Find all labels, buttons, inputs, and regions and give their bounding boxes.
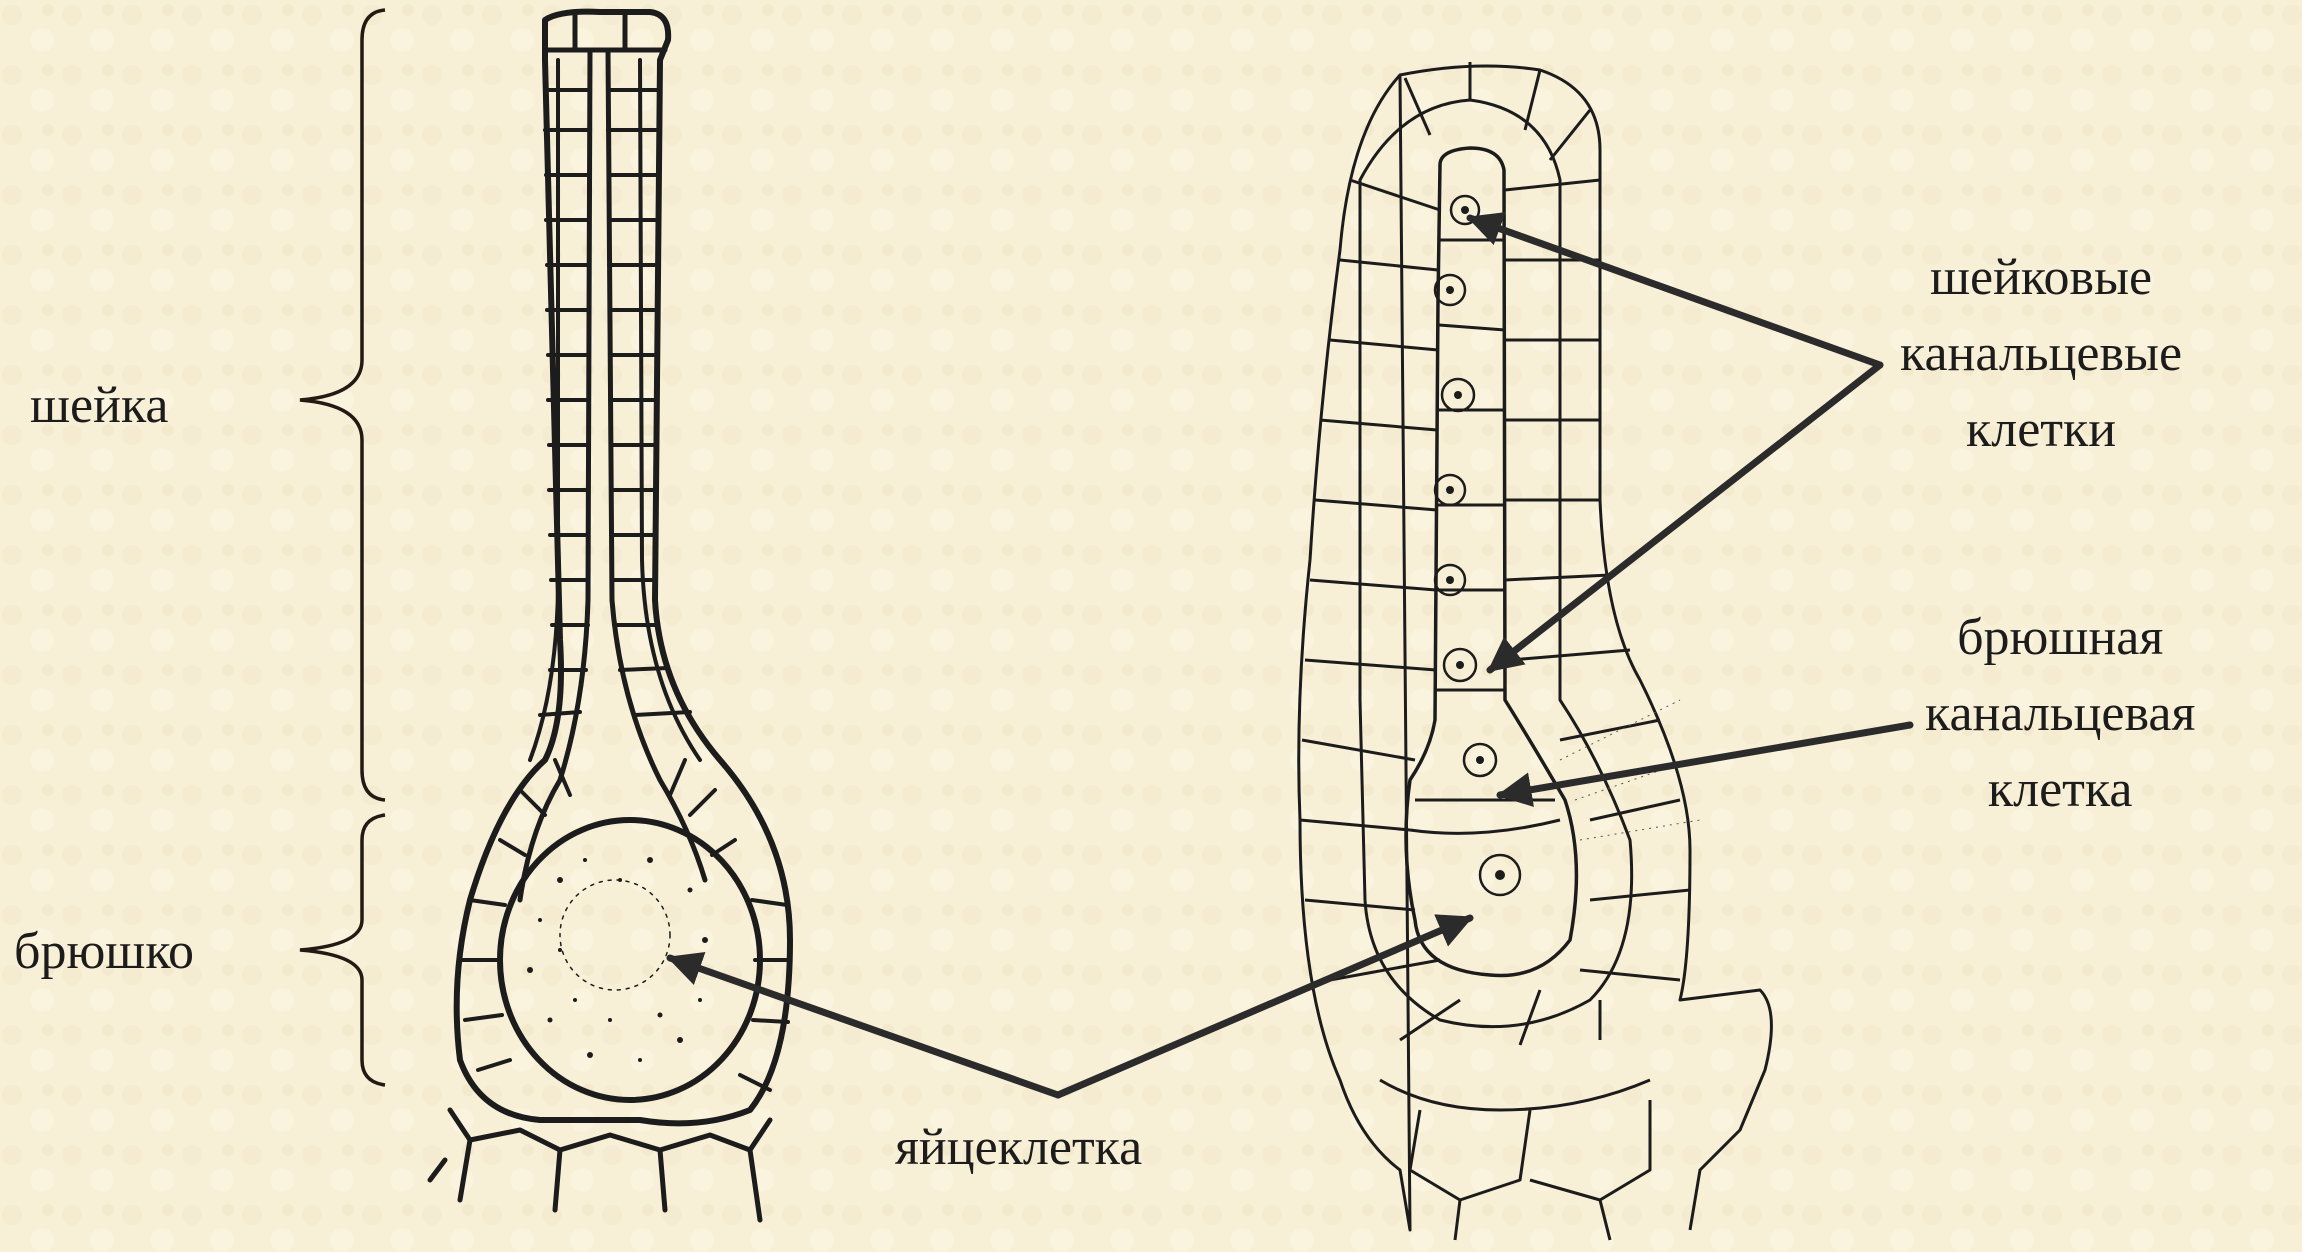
label-ventral-canal-cell-line2: канальцевая [1925, 676, 2195, 752]
label-neck-canal-cells: шейковые канальцевые клетки [1900, 240, 2182, 468]
label-belly: брюшко [14, 914, 194, 990]
label-neck-canal-cells-line2: канальцевые [1900, 316, 2182, 392]
label-ventral-canal-cell-line3: клетка [1925, 752, 2195, 828]
label-ventral-canal-cell-line1: брюшная [1925, 600, 2195, 676]
label-neck-canal-cells-line3: клетки [1900, 392, 2182, 468]
label-ventral-canal-cell: брюшная канальцевая клетка [1925, 600, 2195, 828]
label-egg-cell: яйцеклетка [895, 1110, 1142, 1186]
label-neck: шейка [30, 368, 169, 444]
label-neck-canal-cells-line1: шейковые [1900, 240, 2182, 316]
